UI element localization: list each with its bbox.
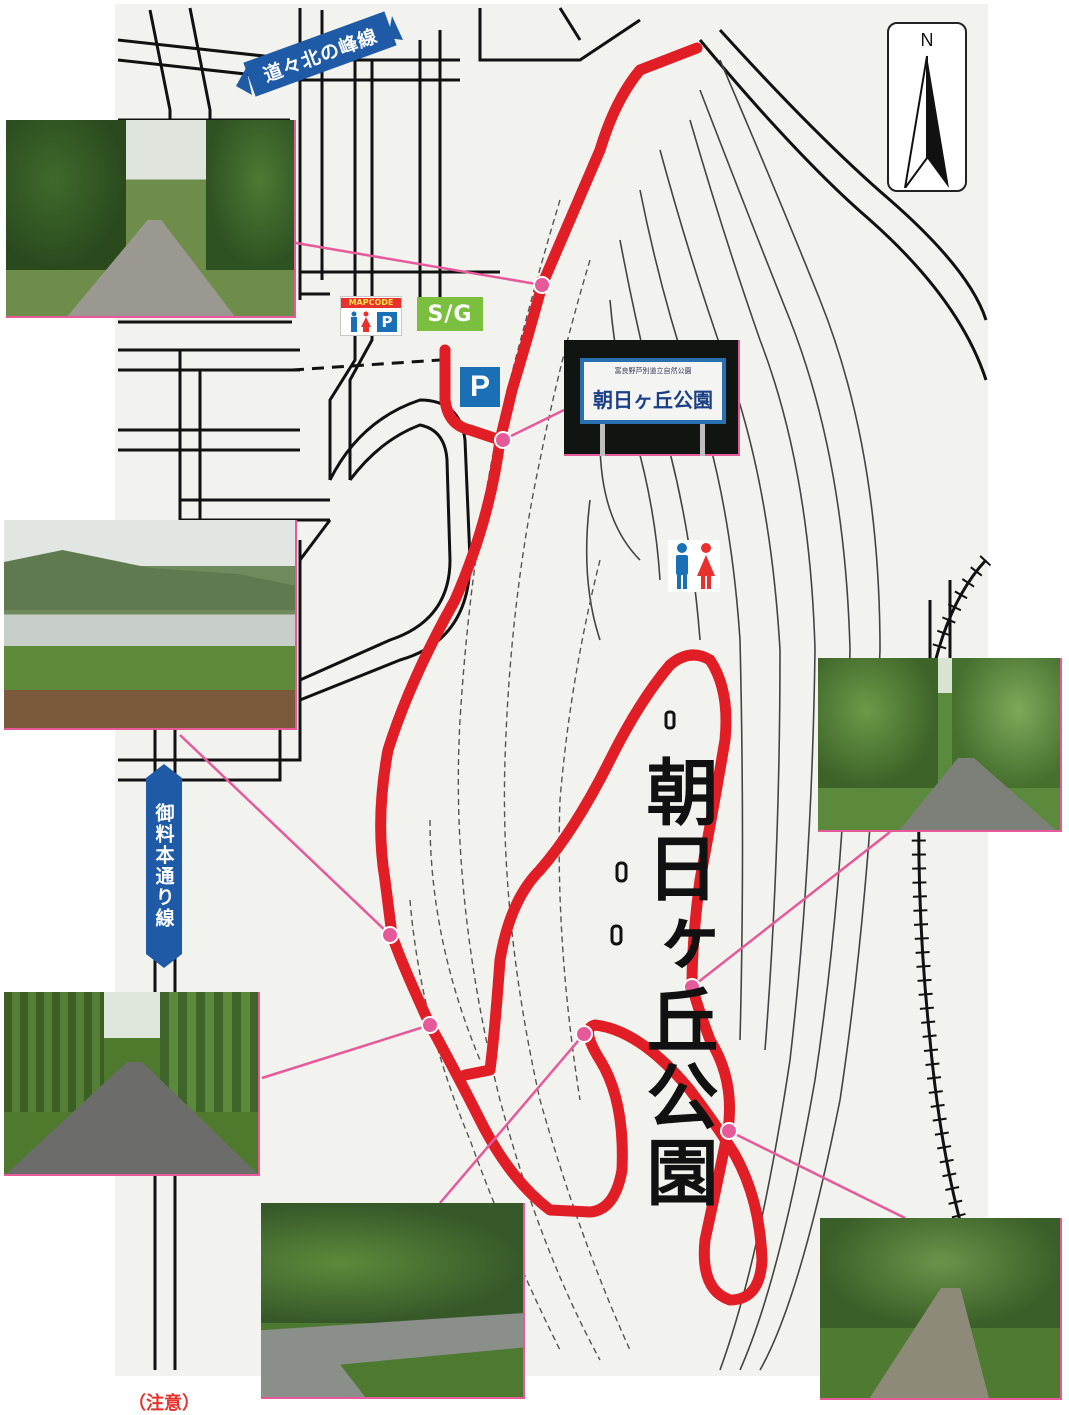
contour-lines [585, 59, 881, 1371]
park-sign-title: 朝日ヶ丘公園 [593, 388, 713, 412]
photo-hairpin-curve [261, 1203, 525, 1399]
railway [917, 558, 988, 1301]
sign-post-right [700, 424, 705, 456]
road-badge-top-tip-left [236, 68, 252, 95]
road-badge-goryo: 御料本通り線 [146, 778, 182, 954]
photo-shaded-road-east [818, 658, 1062, 832]
dashed-path [291, 358, 441, 372]
mapcode-icon: MAPCODE P [340, 296, 402, 336]
road-badge-side-tip-bottom [146, 954, 182, 968]
park-sign-subtitle: 富良野芦別道立自然公園 [614, 367, 692, 375]
toilet-icon [668, 540, 720, 592]
road-badge-side-tip-top [146, 764, 182, 778]
footnote-label: （注意） [128, 1393, 200, 1414]
photo-paved-road-forest [4, 992, 260, 1176]
parking-icon: P [377, 312, 397, 332]
start-goal-badge: S/G [417, 297, 483, 331]
photo-valley-view [4, 520, 297, 730]
photo-path-south-east [820, 1218, 1062, 1400]
toilet-icon [351, 311, 371, 332]
north-label: N [920, 30, 934, 50]
route-parking-spur [439, 344, 506, 446]
north-arrow-shape [904, 55, 949, 188]
mapcode-label: MAPCODE [341, 298, 401, 308]
photo-leaders [179, 241, 906, 1220]
road-badge-goryo-label: 御料本通り線 [152, 803, 175, 929]
sign-post-left [600, 424, 605, 456]
park-name-label: 朝日ヶ丘公園 [634, 755, 718, 1211]
north-arrow-icon: N [887, 22, 967, 192]
photo-park-sign: 富良野芦別道立自然公園 朝日ヶ丘公園 [564, 340, 740, 456]
structure-marks [610, 710, 676, 946]
photo-gravel-road-north [6, 120, 296, 318]
parking-icon: P [460, 367, 500, 407]
route-line [375, 42, 768, 1306]
park-sign-board: 富良野芦別道立自然公園 朝日ヶ丘公園 [580, 358, 726, 424]
photo-points [381, 276, 738, 1140]
